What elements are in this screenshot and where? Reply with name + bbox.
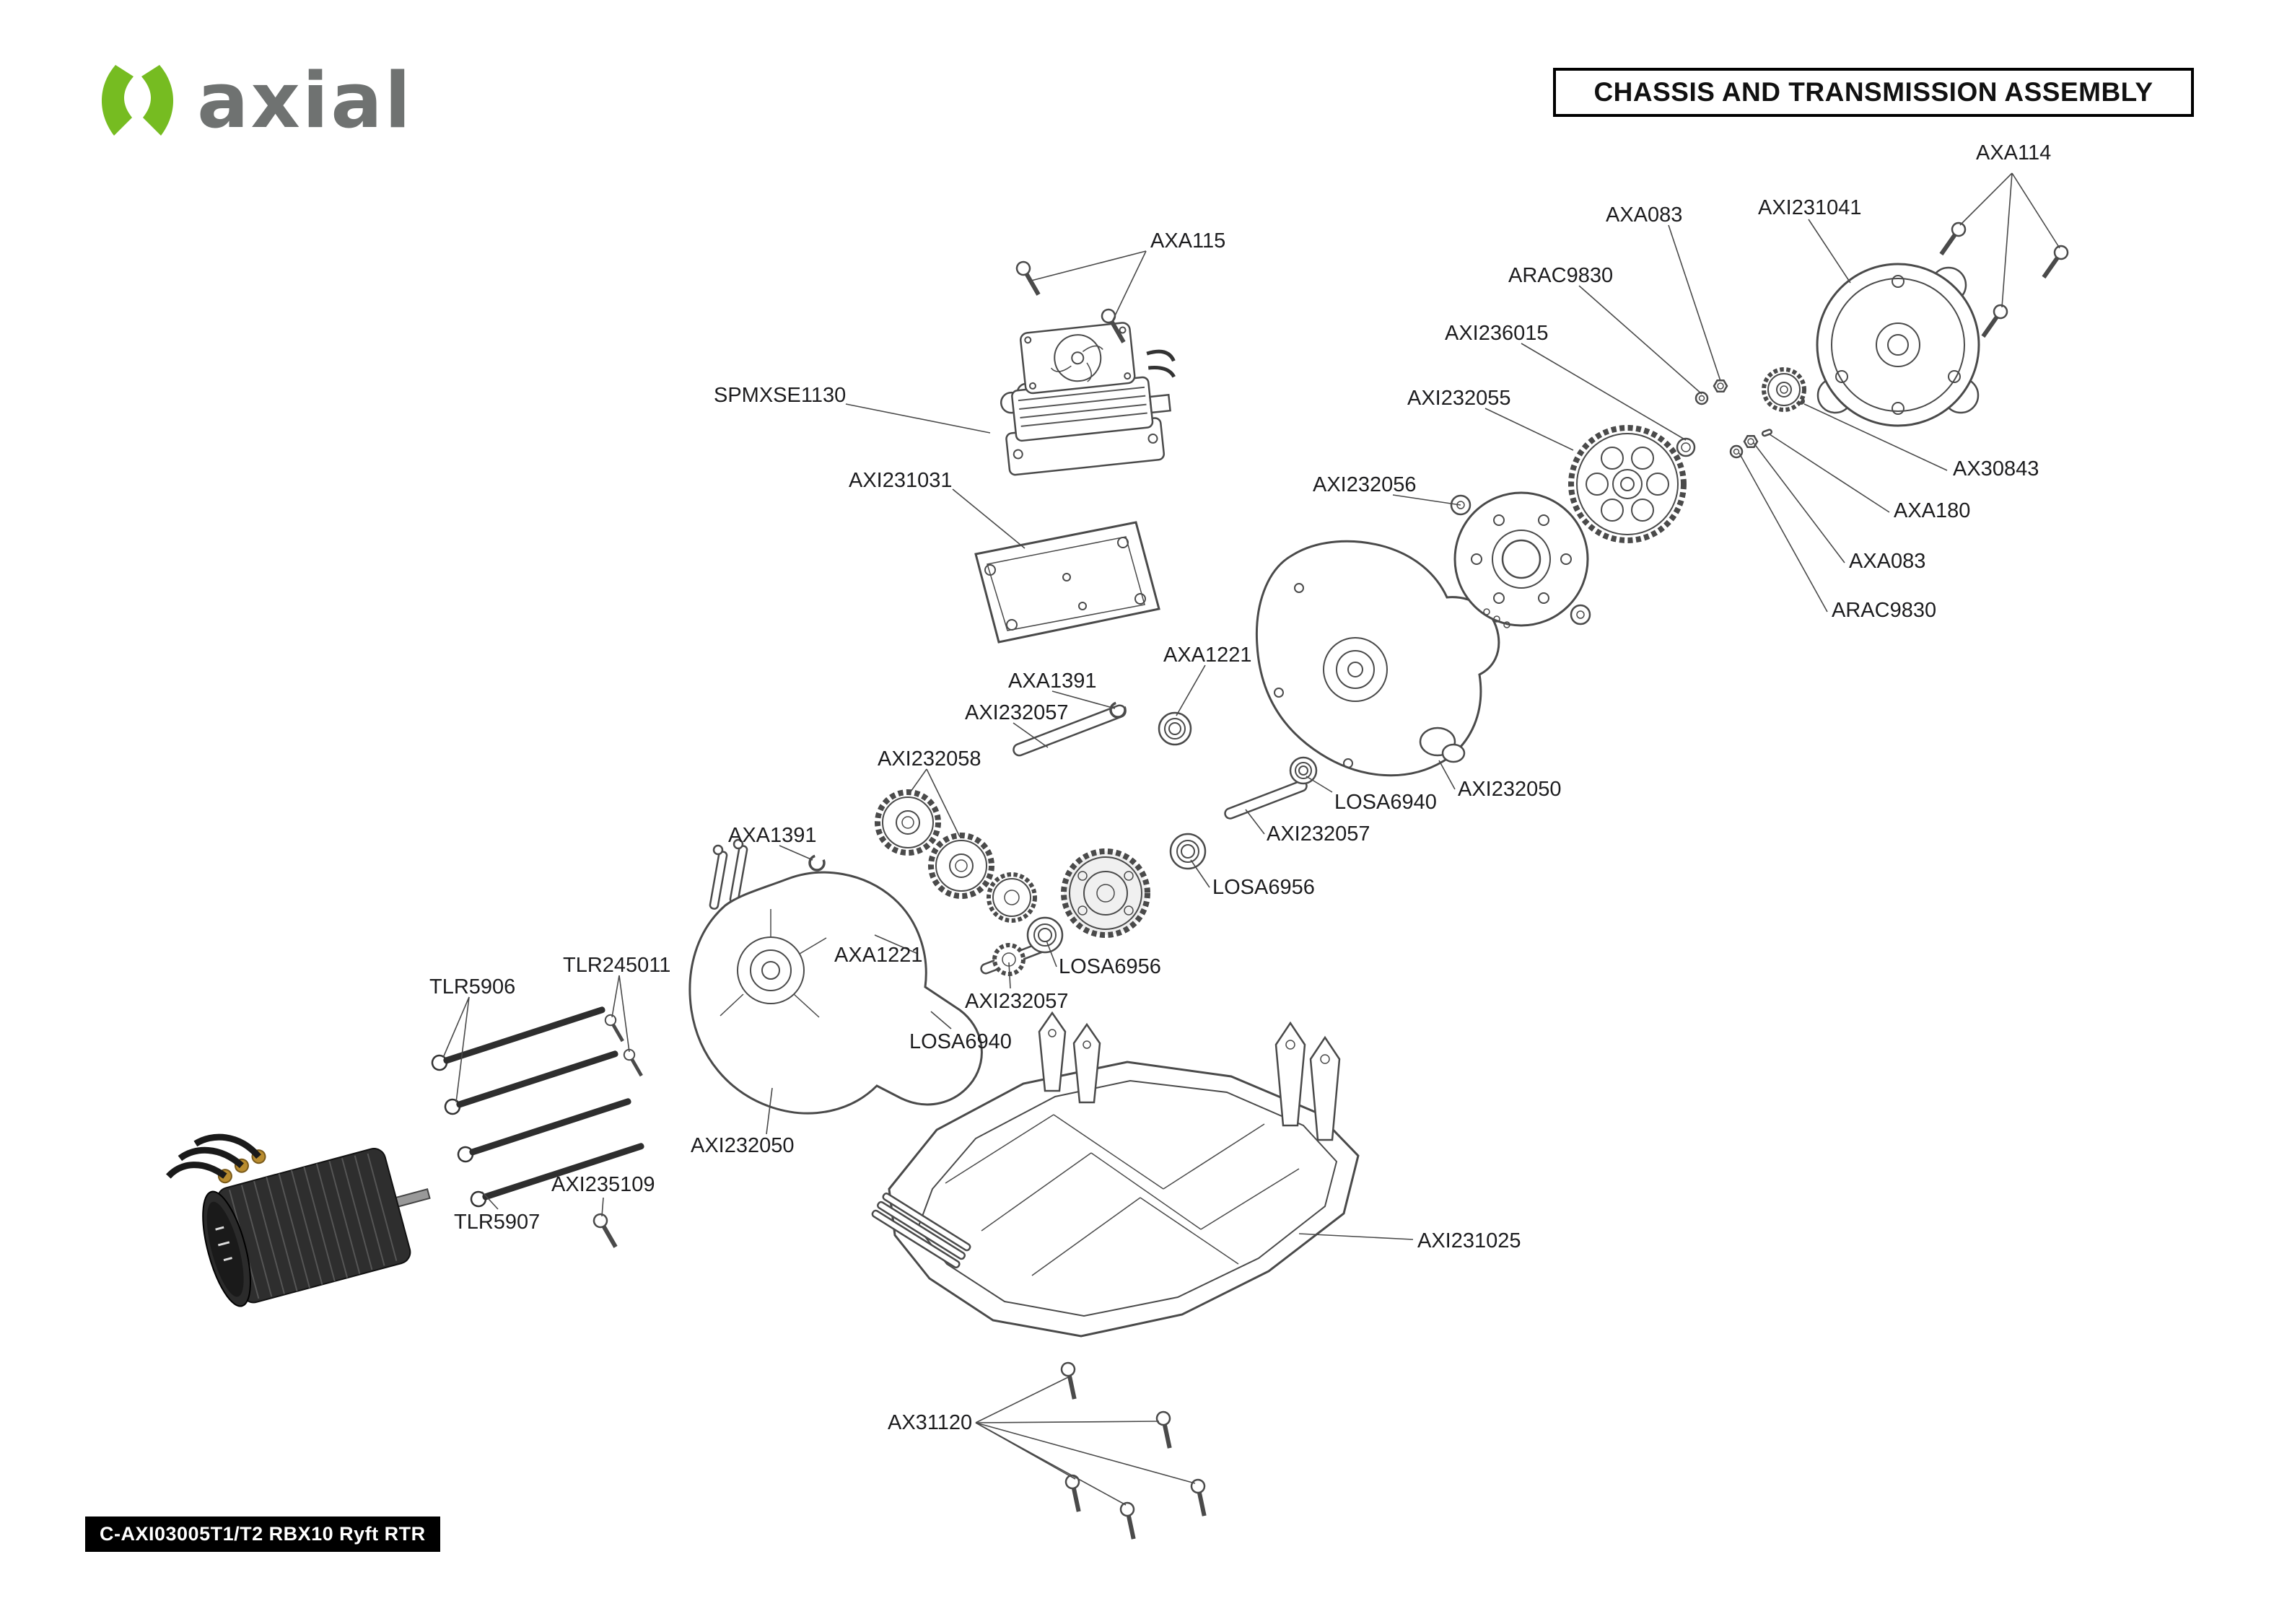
leader-line <box>1298 1233 1414 1240</box>
motor-plate <box>1450 491 1591 628</box>
brand-logo: axial <box>92 58 413 144</box>
part-label: LOSA6956 <box>1212 876 1315 899</box>
leader-line <box>1484 408 1574 451</box>
part-label: TLR245011 <box>563 954 671 977</box>
leader-line <box>1803 403 1948 471</box>
part-label: SPMXSE1130 <box>714 384 847 407</box>
spur-hardware <box>1676 379 1805 459</box>
part-label: LOSA6956 <box>1059 955 1161 978</box>
leader-line <box>1306 776 1333 793</box>
part-label: AXI232055 <box>1407 387 1511 410</box>
leader-line <box>1046 940 1057 967</box>
part-label: AXI231025 <box>1417 1229 1521 1252</box>
part-label: AXA115 <box>1150 229 1226 253</box>
part-label: AXI232050 <box>1458 778 1562 801</box>
leader-line <box>2001 172 2013 308</box>
leader-line <box>975 1421 1160 1423</box>
leader-line <box>926 768 961 838</box>
leader-line <box>2011 172 2060 249</box>
leader-line <box>1753 442 1845 563</box>
leader-lines <box>442 172 2060 1506</box>
leader-line <box>1176 664 1206 716</box>
leader-line <box>766 1087 773 1135</box>
part-label: AXI232058 <box>878 747 981 771</box>
leader-line <box>1808 219 1851 284</box>
transmission-case-left <box>688 838 983 1115</box>
part-label: AXI232056 <box>1313 473 1417 496</box>
part-label: AXA180 <box>1894 499 1971 522</box>
part-label: AXI232050 <box>691 1134 795 1157</box>
leader-line <box>1008 962 1011 989</box>
leader-line <box>1769 434 1890 513</box>
part-label: ARAC9830 <box>1508 264 1614 287</box>
leader-line <box>874 934 919 954</box>
leader-line <box>1245 809 1265 835</box>
leader-line <box>975 1376 1070 1423</box>
part-label: AXI236015 <box>1445 322 1549 345</box>
leader-line <box>1051 690 1116 709</box>
part-label: AXI231041 <box>1758 196 1862 219</box>
part-label: AXI231031 <box>849 469 953 492</box>
page-title: CHASSIS AND TRANSMISSION ASSEMBLY <box>1553 68 2194 117</box>
spur-gear <box>1568 425 1687 543</box>
part-label: AXA1391 <box>1008 670 1097 693</box>
leader-line <box>1028 250 1147 282</box>
part-label: AXA1221 <box>1163 644 1252 667</box>
part-label: AXA1391 <box>728 824 817 847</box>
leader-line <box>1392 494 1461 506</box>
part-label: AXI232057 <box>965 990 1069 1013</box>
leader-line <box>845 403 991 434</box>
part-label: AX31120 <box>888 1411 973 1434</box>
leader-line <box>952 488 1026 549</box>
leader-line <box>930 1011 952 1030</box>
small-screws <box>592 1013 646 1250</box>
pinion-gear <box>1762 367 1806 412</box>
leader-line <box>455 996 470 1103</box>
leader-line <box>601 1197 604 1217</box>
transmission-case-right <box>1255 540 1500 777</box>
leader-line <box>1739 452 1828 613</box>
chassis-plate <box>871 1011 1360 1338</box>
part-label: ARAC9830 <box>1832 599 1937 622</box>
leader-line <box>1111 250 1147 324</box>
part-label: AXA114 <box>1976 141 2052 164</box>
leader-line <box>1959 172 2013 226</box>
part-label: AXA083 <box>1606 203 1683 227</box>
part-label: AXA083 <box>1849 550 1926 573</box>
leader-line <box>1668 224 1721 382</box>
part-label: LOSA6940 <box>909 1030 1012 1053</box>
leader-line <box>442 996 470 1058</box>
leader-line <box>1521 343 1687 441</box>
gear-cluster <box>808 701 1318 1023</box>
part-label: AX30843 <box>1953 457 2039 480</box>
chassis-screws <box>1060 1361 1210 1540</box>
leader-line <box>1190 859 1210 888</box>
leader-line <box>1578 285 1702 395</box>
axial-claw-icon <box>101 65 174 136</box>
leader-line <box>909 768 927 794</box>
transmission-cover <box>1816 263 1980 427</box>
part-label: TLR5907 <box>454 1211 541 1234</box>
leader-line <box>975 1422 1127 1506</box>
part-label: LOSA6940 <box>1334 791 1437 814</box>
assembly-code-badge: C-AXI03005T1/T2 RBX10 Ryft RTR <box>85 1517 440 1552</box>
leader-line <box>779 845 813 861</box>
esc-plate <box>974 521 1160 644</box>
esc-unit <box>1000 322 1176 476</box>
part-label: TLR5906 <box>429 975 516 998</box>
brand-name: axial <box>197 56 414 145</box>
leader-line <box>1013 722 1049 748</box>
part-label: AXI232057 <box>1267 822 1370 846</box>
motor <box>166 1133 431 1307</box>
part-label: AXA1221 <box>834 944 923 967</box>
leader-line <box>481 1191 499 1210</box>
part-label: AXI232057 <box>965 701 1069 724</box>
part-label: AXI235109 <box>551 1173 655 1196</box>
leader-line <box>975 1422 1196 1484</box>
leader-line <box>611 975 620 1018</box>
leader-line <box>618 975 630 1053</box>
leader-line <box>1438 760 1456 790</box>
